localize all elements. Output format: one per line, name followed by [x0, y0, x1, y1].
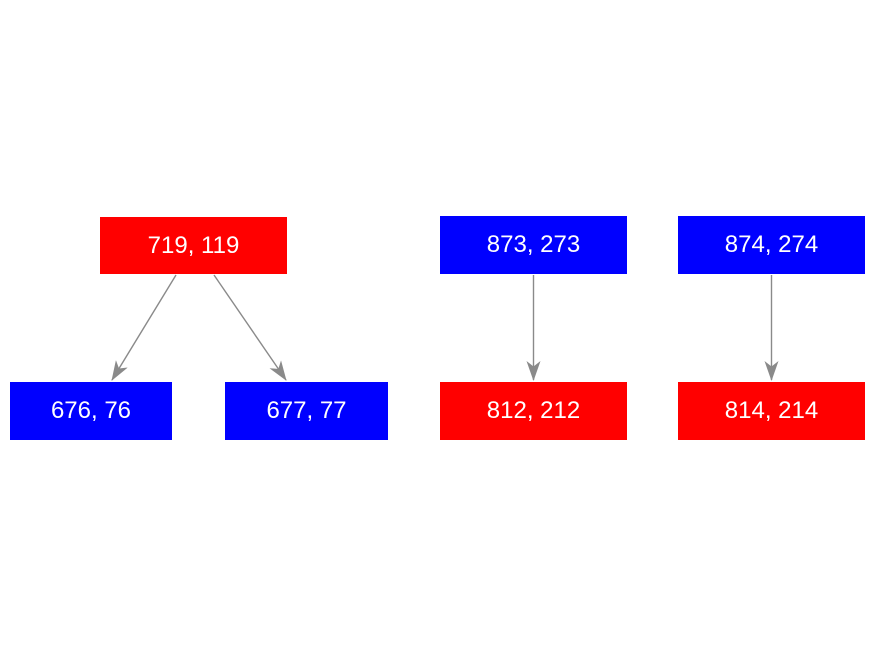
node-676-76: 676, 76: [10, 382, 172, 440]
node-719-119: 719, 119: [100, 217, 287, 274]
node-677-77: 677, 77: [225, 382, 388, 440]
node-812-212: 812, 212: [440, 382, 627, 440]
node-873-273: 873, 273: [440, 216, 627, 274]
edge-719-to-676: [111, 274, 177, 381]
node-874-274: 874, 274: [678, 216, 865, 274]
edge-719-to-677: [213, 274, 287, 381]
node-814-214: 814, 214: [678, 382, 865, 440]
